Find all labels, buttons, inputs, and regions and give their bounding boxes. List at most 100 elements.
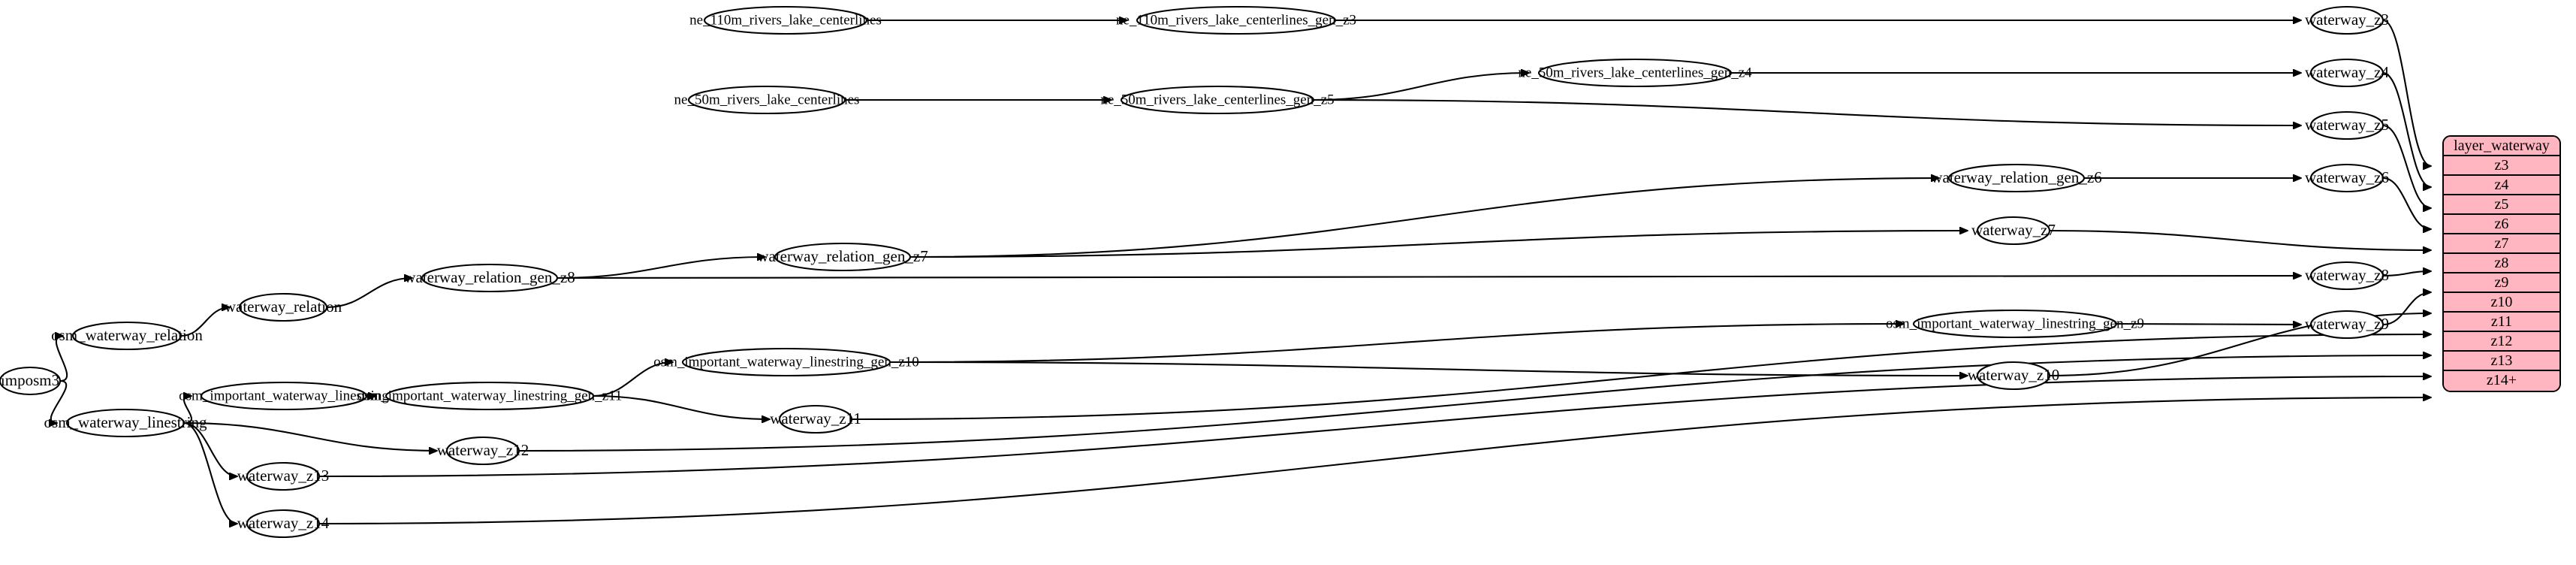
edge-osm_important_waterway_linestring_gen_z11-to-osm_important_waterway_linestring_gen_z10 — [593, 362, 673, 397]
record-row-z7[interactable]: z7 — [2444, 234, 2559, 254]
node-waterway_z3[interactable]: waterway_z3 — [2305, 5, 2389, 35]
node-waterway_z11[interactable]: waterway_z11 — [770, 404, 861, 434]
edge-osm_important_waterway_linestring_gen_z10-to-waterway_z10 — [889, 361, 1968, 376]
record-title: layer_waterway — [2444, 137, 2559, 156]
record-row-z10[interactable]: z10 — [2444, 293, 2559, 313]
node-waterway_relation_gen_z7[interactable]: waterway_relation_gen_z7 — [757, 242, 928, 272]
edge-waterway_z6-to-layer_waterway_z6 — [2382, 177, 2431, 229]
nodes-layer: imposm3 osm_waterway_relation osm_waterway… — [0, 5, 2389, 539]
record-row-z12[interactable]: z12 — [2444, 332, 2559, 352]
edge-waterway_relation-to-waterway_relation_gen_z8 — [326, 278, 412, 309]
node-shape-osm_important_waterway_linestring_gen_z10 — [681, 347, 891, 377]
node-shape-waterway_z5 — [2309, 110, 2384, 140]
edge-osm_waterway_linestring-to-waterway_z12 — [183, 421, 437, 451]
node-shape-osm_important_waterway_linestring_gen_z11 — [385, 381, 595, 411]
node-shape-waterway_z4 — [2309, 58, 2384, 88]
node-ne_110m_rivers_lake_centerlines_gen_z3[interactable]: ne_110m_rivers_lake_centerlines_gen_z3 — [1116, 5, 1356, 35]
edge-waterway_z4-to-layer_waterway_z4 — [2382, 71, 2431, 187]
record-row-z5[interactable]: z5 — [2444, 195, 2559, 215]
node-osm_important_waterway_linestring_gen_z10[interactable]: osm_important_waterway_linestring_gen_z1… — [653, 347, 919, 377]
node-shape-waterway_z12 — [445, 436, 520, 466]
node-shape-ne_110m_rivers_lake_centerlines — [703, 5, 868, 35]
edge-osm_important_waterway_linestring_gen_z9-to-waterway_z9 — [2116, 324, 2301, 325]
node-shape-ne_50m_rivers_lake_centerlines_gen_z5 — [1120, 85, 1315, 115]
node-shape-ne_50m_rivers_lake_centerlines — [687, 85, 846, 115]
node-osm_important_waterway_linestring_gen_z11[interactable]: osm_important_waterway_linestring_gen_z1… — [357, 381, 623, 411]
node-waterway_relation[interactable]: waterway_relation — [225, 292, 342, 322]
record-row-z14plus[interactable]: z14+ — [2444, 371, 2559, 391]
edge-waterway_z5-to-layer_waterway_z5 — [2382, 124, 2431, 208]
node-osm_waterway_linestring[interactable]: osm_waterway_linestring — [44, 408, 207, 438]
node-label-waterway_relation_gen_z8: waterway_relation_gen_z8 — [404, 268, 575, 286]
node-waterway_z10[interactable]: waterway_z10 — [1968, 361, 2059, 391]
edge-waterway_z3-to-layer_waterway_z3 — [2382, 19, 2431, 166]
edge-waterway_z9-to-layer_waterway_z9 — [2382, 292, 2431, 326]
node-osm_important_waterway_linestring_gen_z9[interactable]: osm_important_waterway_linestring_gen_z9 — [1886, 309, 2144, 339]
record-row-z3[interactable]: z3 — [2444, 156, 2559, 176]
node-waterway_relation_gen_z6[interactable]: waterway_relation_gen_z6 — [1931, 163, 2102, 193]
node-waterway_z12[interactable]: waterway_z12 — [437, 436, 529, 466]
node-shape-waterway_z14 — [246, 509, 321, 539]
node-label-waterway_z14: waterway_z14 — [237, 514, 330, 532]
record-row-z9[interactable]: z9 — [2444, 273, 2559, 293]
edge-waterway_z7-to-layer_waterway_z7 — [2049, 229, 2431, 250]
node-shape-osm_waterway_linestring — [65, 408, 186, 438]
node-shape-waterway_z3 — [2309, 5, 2384, 35]
node-label-waterway_z8: waterway_z8 — [2305, 266, 2389, 284]
record-row-z4[interactable]: z4 — [2444, 176, 2559, 195]
node-waterway_z8[interactable]: waterway_z8 — [2305, 261, 2389, 291]
node-ne_50m_rivers_lake_centerlines[interactable]: ne_50m_rivers_lake_centerlines — [674, 85, 860, 115]
edge-waterway_relation_gen_z7-to-waterway_z7 — [909, 231, 1968, 258]
node-shape-waterway_z9 — [2309, 310, 2384, 340]
node-label-waterway_z11: waterway_z11 — [770, 409, 861, 428]
node-waterway_z5[interactable]: waterway_z5 — [2305, 110, 2389, 140]
edge-osm_waterway_linestring-to-waterway_z14 — [183, 421, 237, 524]
node-shape-waterway_z13 — [246, 461, 321, 491]
node-label-waterway_z3: waterway_z3 — [2305, 11, 2389, 29]
node-ne_110m_rivers_lake_centerlines[interactable]: ne_110m_rivers_lake_centerlines — [689, 5, 882, 35]
record-row-z6[interactable]: z6 — [2444, 215, 2559, 234]
node-label-osm_waterway_relation: osm_waterway_relation — [51, 326, 203, 344]
node-ne_50m_rivers_lake_centerlines_gen_z4[interactable]: ne_50m_rivers_lake_centerlines_gen_z4 — [1518, 58, 1752, 88]
node-waterway_z9[interactable]: waterway_z9 — [2305, 310, 2389, 340]
node-waterway_z6[interactable]: waterway_z6 — [2305, 163, 2389, 193]
node-label-osm_waterway_linestring: osm_waterway_linestring — [44, 413, 207, 431]
edge-osm_waterway_linestring-to-osm_important_waterway_linestring — [182, 396, 193, 425]
node-shape-waterway_relation_gen_z7 — [774, 242, 912, 272]
node-shape-waterway_z7 — [1976, 216, 2051, 246]
edges-layer — [51, 20, 2431, 524]
node-osm_important_waterway_linestring[interactable]: osm_important_waterway_linestring — [179, 381, 389, 411]
node-waterway_z7[interactable]: waterway_z7 — [1971, 216, 2056, 246]
node-label-osm_important_waterway_linestring_gen_z9: osm_important_waterway_linestring_gen_z9 — [1886, 316, 2144, 331]
edge-osm_important_waterway_linestring_gen_z11-to-waterway_z11 — [593, 394, 770, 419]
node-shape-waterway_relation — [238, 292, 328, 322]
edge-waterway_z14-to-layer_waterway_z14 — [318, 397, 2431, 525]
node-label-waterway_z9: waterway_z9 — [2305, 315, 2389, 333]
node-label-waterway_z12: waterway_z12 — [437, 441, 529, 459]
node-label-imposm3: imposm3 — [1, 371, 59, 389]
node-waterway_z4[interactable]: waterway_z4 — [2305, 58, 2389, 88]
node-imposm3[interactable]: imposm3 — [0, 366, 62, 396]
node-label-waterway_z4: waterway_z4 — [2305, 63, 2389, 81]
record-row-z11[interactable]: z11 — [2444, 313, 2559, 332]
record-row-z8[interactable]: z8 — [2444, 254, 2559, 273]
edge-osm_important_waterway_linestring_gen_z10-to-osm_important_waterway_linestring_gen_z9 — [889, 324, 1904, 364]
edge-imposm3-to-osm_waterway_relation — [56, 336, 68, 382]
node-ne_50m_rivers_lake_centerlines_gen_z5[interactable]: ne_50m_rivers_lake_centerlines_gen_z5 — [1100, 85, 1335, 115]
node-waterway_relation_gen_z8[interactable]: waterway_relation_gen_z8 — [404, 263, 575, 293]
edge-waterway_relation_gen_z8-to-waterway_z8 — [557, 276, 2301, 278]
node-label-ne_50m_rivers_lake_centerlines_gen_z4: ne_50m_rivers_lake_centerlines_gen_z4 — [1518, 65, 1752, 80]
node-waterway_z13[interactable]: waterway_z13 — [237, 461, 329, 491]
node-waterway_z14[interactable]: waterway_z14 — [237, 509, 330, 539]
node-label-osm_important_waterway_linestring_gen_z11: osm_important_waterway_linestring_gen_z1… — [357, 388, 623, 403]
edge-waterway_relation_gen_z7-to-waterway_relation_gen_z6 — [909, 178, 1939, 258]
node-label-osm_important_waterway_linestring: osm_important_waterway_linestring — [179, 388, 389, 403]
record-row-z13[interactable]: z13 — [2444, 352, 2559, 371]
node-label-ne_50m_rivers_lake_centerlines_gen_z5: ne_50m_rivers_lake_centerlines_gen_z5 — [1100, 92, 1334, 107]
node-label-osm_important_waterway_linestring_gen_z10: osm_important_waterway_linestring_gen_z1… — [653, 354, 919, 370]
node-label-waterway_z6: waterway_z6 — [2305, 168, 2389, 186]
node-shape-ne_50m_rivers_lake_centerlines_gen_z4 — [1537, 58, 1733, 88]
node-osm_waterway_relation[interactable]: osm_waterway_relation — [51, 321, 203, 351]
